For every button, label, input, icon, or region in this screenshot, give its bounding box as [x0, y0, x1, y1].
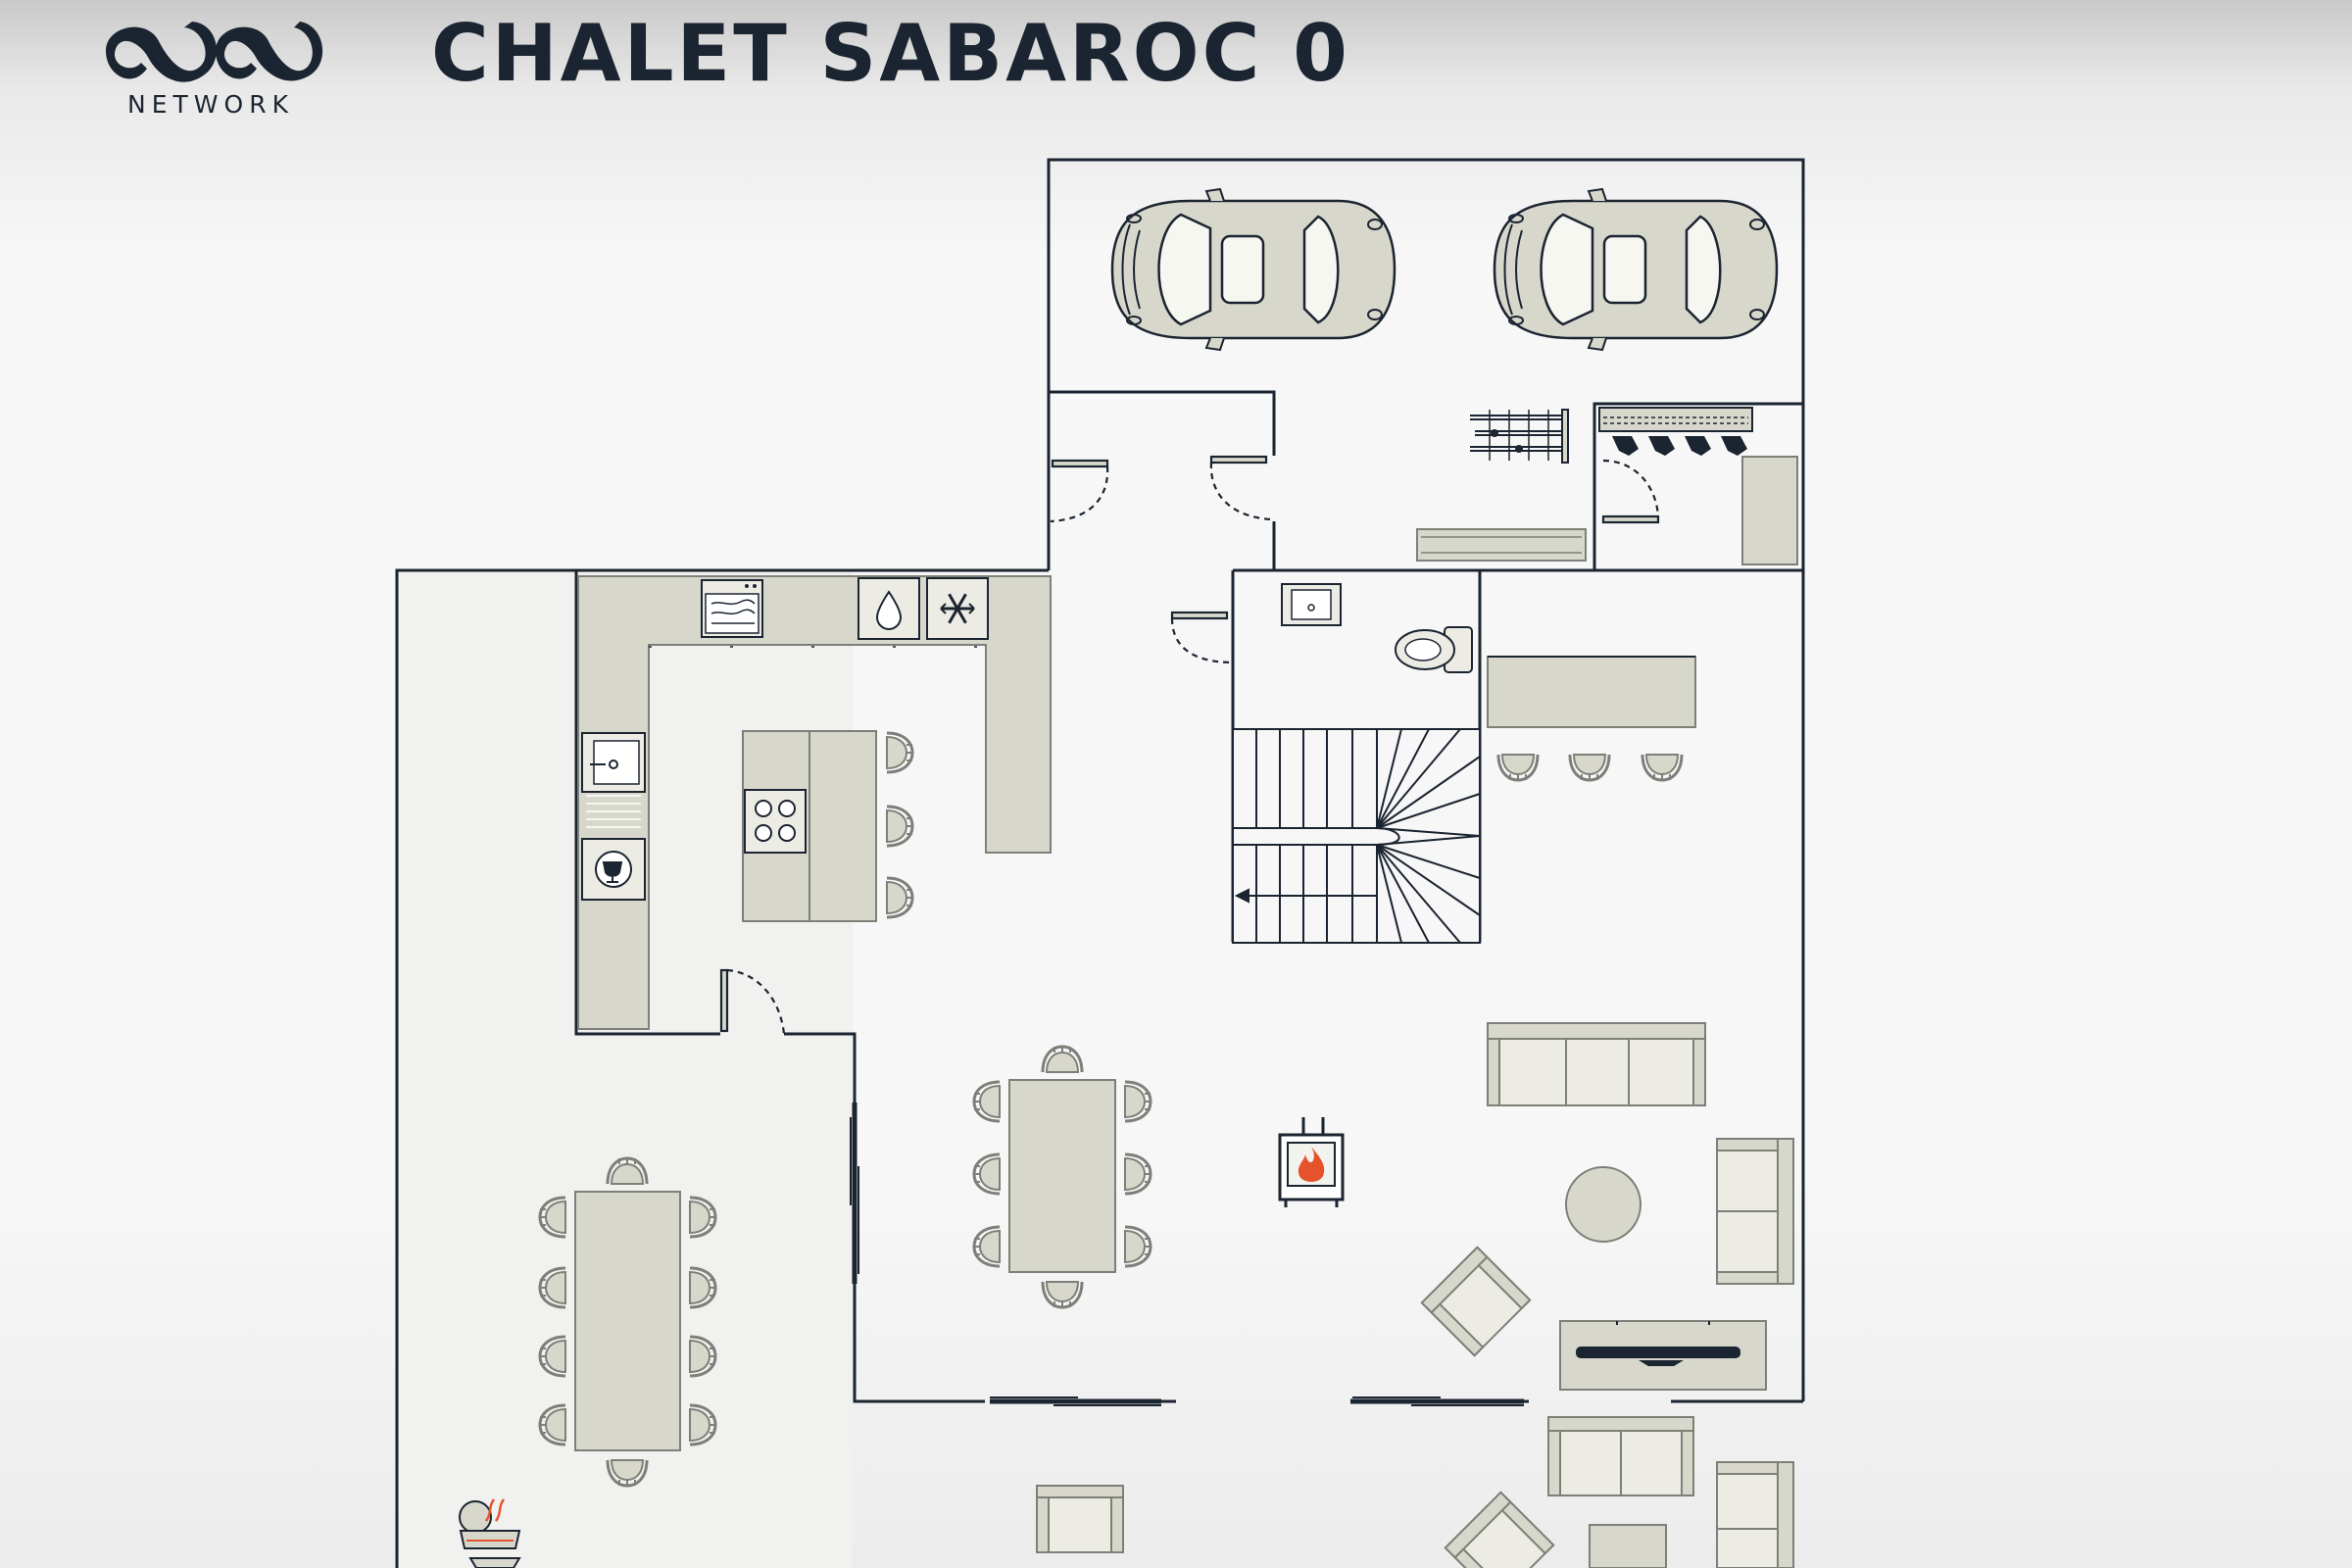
freezer-icon [926, 577, 989, 640]
kitchen-counter [577, 575, 1052, 1030]
outdoor-armchair [1036, 1485, 1124, 1553]
outdoor-dining-table [538, 1156, 717, 1488]
brand-logo[interactable]: NETWORK [98, 12, 323, 124]
toilet-icon [1395, 626, 1473, 673]
outdoor-coffee-table [1589, 1524, 1667, 1568]
outdoor-armchair-angled [1444, 1491, 1555, 1568]
ski-rack-icon [1470, 409, 1569, 464]
garage-cabinet [1741, 456, 1798, 565]
sink-icon [581, 732, 646, 828]
hob-icon [744, 789, 807, 854]
sliding-doors [852, 1102, 1524, 1404]
brand-name: NETWORK [127, 90, 294, 119]
oven-icon [701, 579, 763, 638]
ski-boot-dryer-icon [1598, 407, 1753, 456]
coffee-table [1565, 1166, 1642, 1243]
dining-table [972, 1045, 1152, 1309]
bar-counter [1487, 656, 1696, 782]
car-icon [1110, 187, 1396, 352]
doors [719, 455, 1660, 1035]
dishwasher-icon [858, 577, 920, 640]
washbasin-icon [1281, 583, 1342, 626]
brand-logo-mark [106, 22, 323, 82]
staircase-icon [1232, 728, 1481, 944]
outdoor-lounger [1716, 1461, 1794, 1568]
car-icon [1493, 187, 1779, 352]
barbecue-icon [459, 1498, 521, 1568]
sofa-three-seater [1487, 1022, 1706, 1106]
page-title: CHALET SABAROC 0 [431, 8, 1350, 99]
garage-bench [1416, 528, 1587, 562]
wine-fridge-icon [581, 838, 646, 901]
armchair [1420, 1246, 1532, 1357]
header: NETWORK CHALET SABAROC 0 [0, 0, 2352, 147]
outdoor-sofa [1547, 1416, 1694, 1496]
island-stools [885, 731, 914, 919]
sofa-two-seater [1716, 1138, 1794, 1285]
tv-icon [1559, 1320, 1767, 1391]
fireplace-icon [1278, 1117, 1345, 1207]
